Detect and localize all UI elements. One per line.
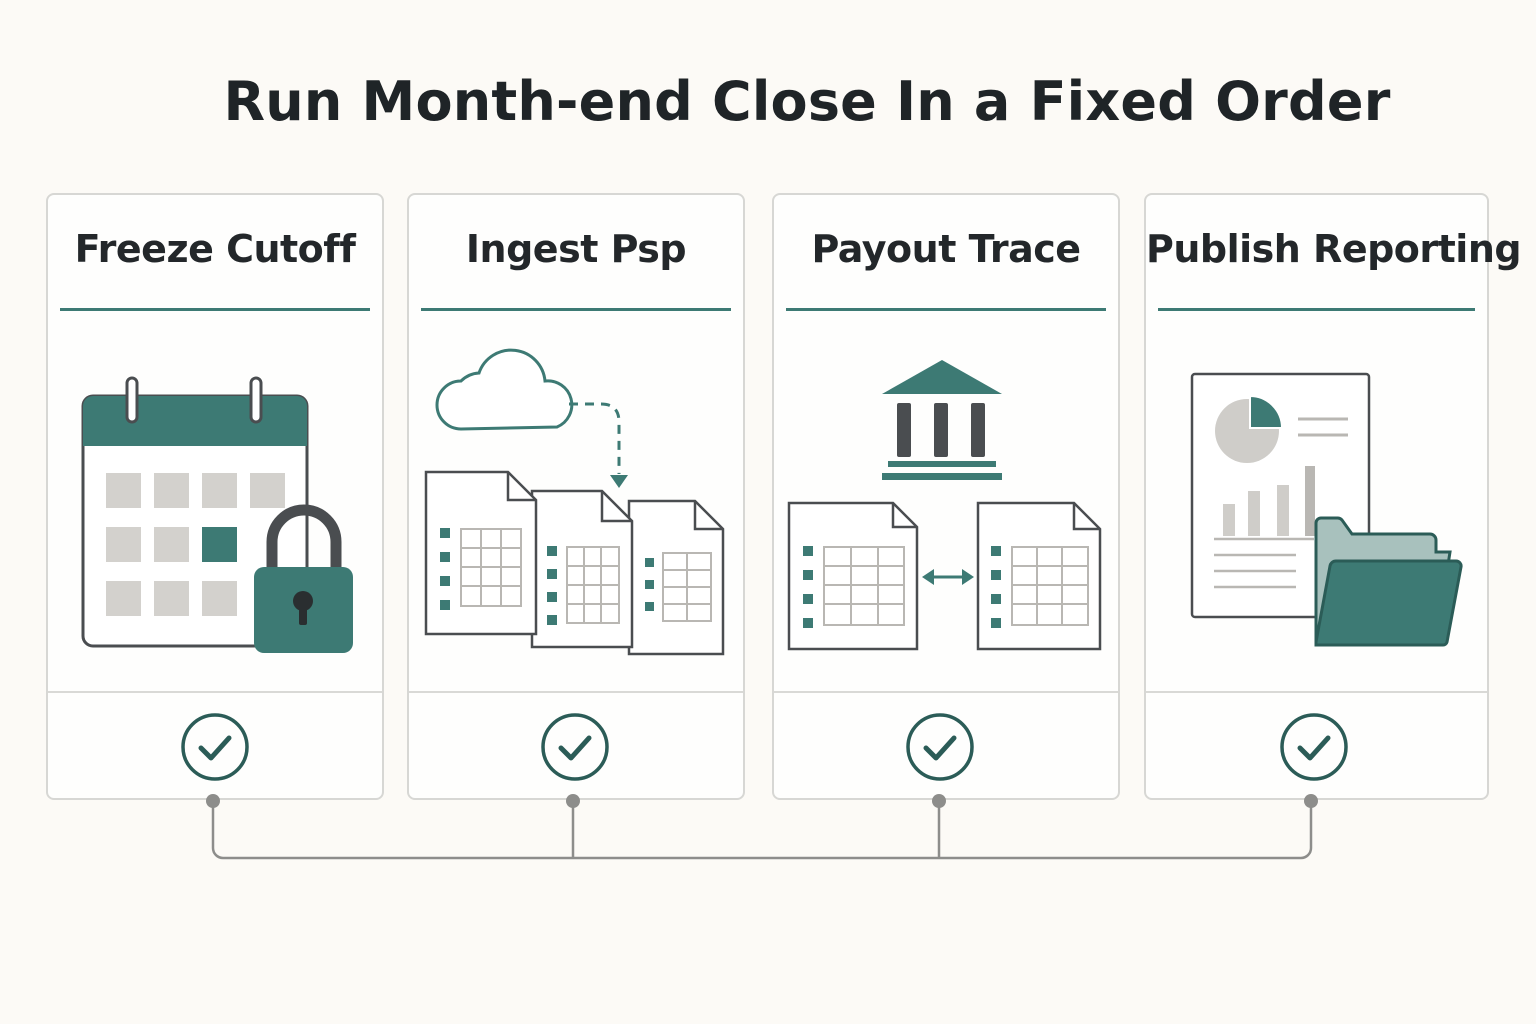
card-divider	[774, 691, 1118, 693]
page-title: Run Month-end Close In a Fixed Order	[223, 70, 1391, 133]
step-card-publish-reporting: Publish Reporting	[1144, 193, 1522, 800]
step-card-freeze-cutoff: Freeze Cutoff	[46, 193, 384, 800]
calendar-lock-icon	[81, 376, 353, 653]
check-circle-icon	[541, 713, 609, 781]
step-card-ingest-psp: Ingest Psp	[407, 193, 745, 800]
card-divider	[1146, 691, 1487, 693]
check-circle-icon	[181, 713, 249, 781]
title-underline	[1158, 308, 1475, 311]
step-title: Publish Reporting	[1146, 227, 1522, 271]
title-underline	[60, 308, 370, 311]
step-title: Payout Trace	[811, 227, 1081, 271]
card-divider	[409, 691, 743, 693]
step-title: Ingest Psp	[465, 227, 687, 271]
title-underline	[421, 308, 731, 311]
bank-reconcile-icon	[787, 360, 1102, 651]
check-circle-icon	[1280, 713, 1348, 781]
title-underline	[786, 308, 1106, 311]
step-title: Freeze Cutoff	[74, 227, 356, 271]
check-circle-icon	[906, 713, 974, 781]
cloud-files-icon	[424, 348, 725, 656]
step-card-payout-trace: Payout Trace	[772, 193, 1120, 800]
report-folder-icon	[1190, 372, 1463, 647]
card-divider	[48, 691, 382, 693]
